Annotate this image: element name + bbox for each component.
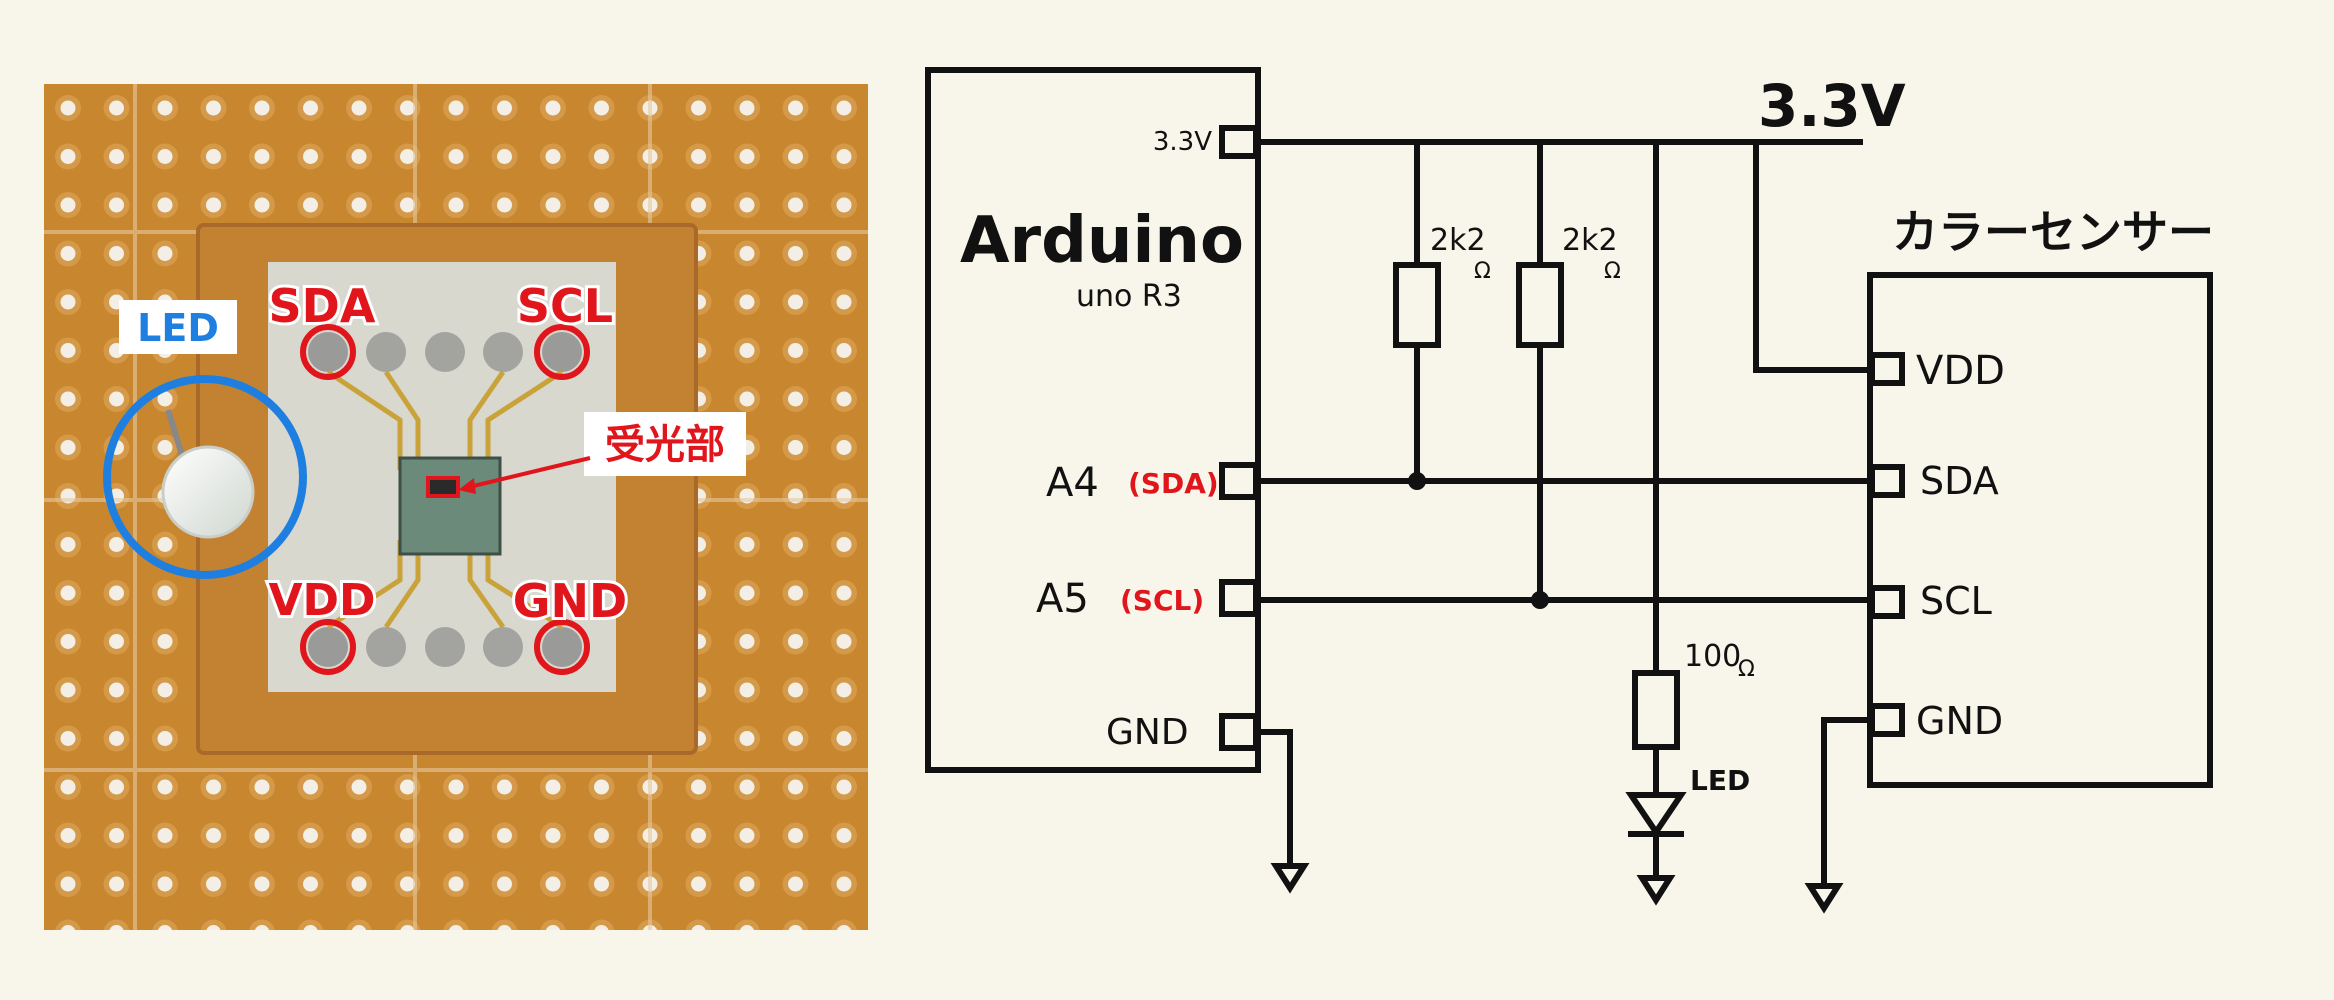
arduino-box (925, 67, 1261, 773)
arduino-pin-3v3-label: 3.3V (1153, 127, 1212, 157)
sensor-pin-scl-label: SCL (1920, 579, 1992, 623)
arduino-pin-a4-label: A4 (1046, 460, 1099, 506)
board-photo: LED SDA SCL VDD GND 受光部 (44, 84, 868, 930)
junction-sda (1408, 472, 1426, 490)
r1-value: 2k2 (1430, 223, 1486, 258)
header-pins (308, 332, 582, 667)
sensor-pin-gnd-label: GND (1916, 699, 2003, 743)
sensor-window (426, 476, 460, 498)
arduino-pin-a5-func: (SCL) (1120, 584, 1204, 617)
arduino-model: uno R3 (1076, 279, 1182, 314)
led-component (161, 409, 255, 539)
r3-unit: Ω (1738, 657, 1755, 682)
arduino-pin-a4 (1219, 462, 1259, 500)
pin-highlights (300, 324, 590, 675)
photo-sda-label: SDA (269, 279, 376, 333)
arduino-pin-a5-label: A5 (1036, 576, 1089, 622)
arduino-pin-3v3 (1219, 125, 1259, 159)
wire-vdd (1753, 139, 1875, 373)
photo-gnd-label: GND (513, 574, 627, 628)
led-label-box (119, 300, 237, 354)
led-diode-symbol (1625, 792, 1687, 838)
schematic (925, 67, 2213, 914)
sensor-box (1867, 272, 2213, 788)
junction-scl (1531, 591, 1549, 609)
sensor-title: カラーセンサー (1892, 205, 2214, 259)
photo-scl-label: SCL (517, 279, 613, 333)
sensor-area-arrowhead (458, 478, 476, 494)
arduino-pin-gnd (1219, 713, 1259, 751)
led-label: LED (137, 306, 219, 350)
arduino-pin-gnd-label: GND (1106, 712, 1189, 753)
ground-symbol-sensor (1804, 883, 1844, 914)
sensor-area-label: 受光部 (605, 422, 725, 468)
r2-value: 2k2 (1562, 223, 1618, 258)
sensor-area-label-box (584, 412, 746, 476)
sensor-pin-vdd-label: VDD (1916, 348, 2005, 394)
wire-sensor-gnd (1821, 717, 1875, 889)
sensor-pin-sda-label: SDA (1920, 459, 1999, 503)
sensor-pin-gnd (1869, 703, 1905, 737)
resistor-r3 (1632, 670, 1680, 750)
ground-symbol-led (1636, 875, 1676, 906)
sensor-pin-scl (1869, 585, 1905, 619)
arduino-pin-a5 (1219, 579, 1259, 617)
sensor-pin-sda (1869, 464, 1905, 498)
photo-vdd-label: VDD (268, 575, 375, 626)
led-highlight-circle (103, 375, 307, 579)
r3-value: 100 (1684, 639, 1741, 674)
arduino-title: Arduino (960, 204, 1244, 278)
sensor-area-arrow (464, 456, 591, 490)
sensor-ic (398, 456, 502, 556)
wire-arduino-gnd (1253, 729, 1293, 869)
ground-symbol-arduino (1270, 863, 1310, 894)
resistor-r2 (1516, 262, 1564, 348)
schematic-text: Arduino uno R3 3.3V A4 (SDA) A5 (SCL) GN… (960, 72, 2214, 797)
led-label-schematic: LED (1690, 764, 1750, 797)
sensor-pin-vdd (1869, 352, 1905, 386)
r1-unit: Ω (1474, 259, 1491, 284)
resistor-r1 (1393, 262, 1441, 348)
r2-unit: Ω (1604, 259, 1621, 284)
arduino-pin-a4-func: (SDA) (1128, 467, 1219, 500)
rail-3v3-label: 3.3V (1758, 72, 1906, 140)
